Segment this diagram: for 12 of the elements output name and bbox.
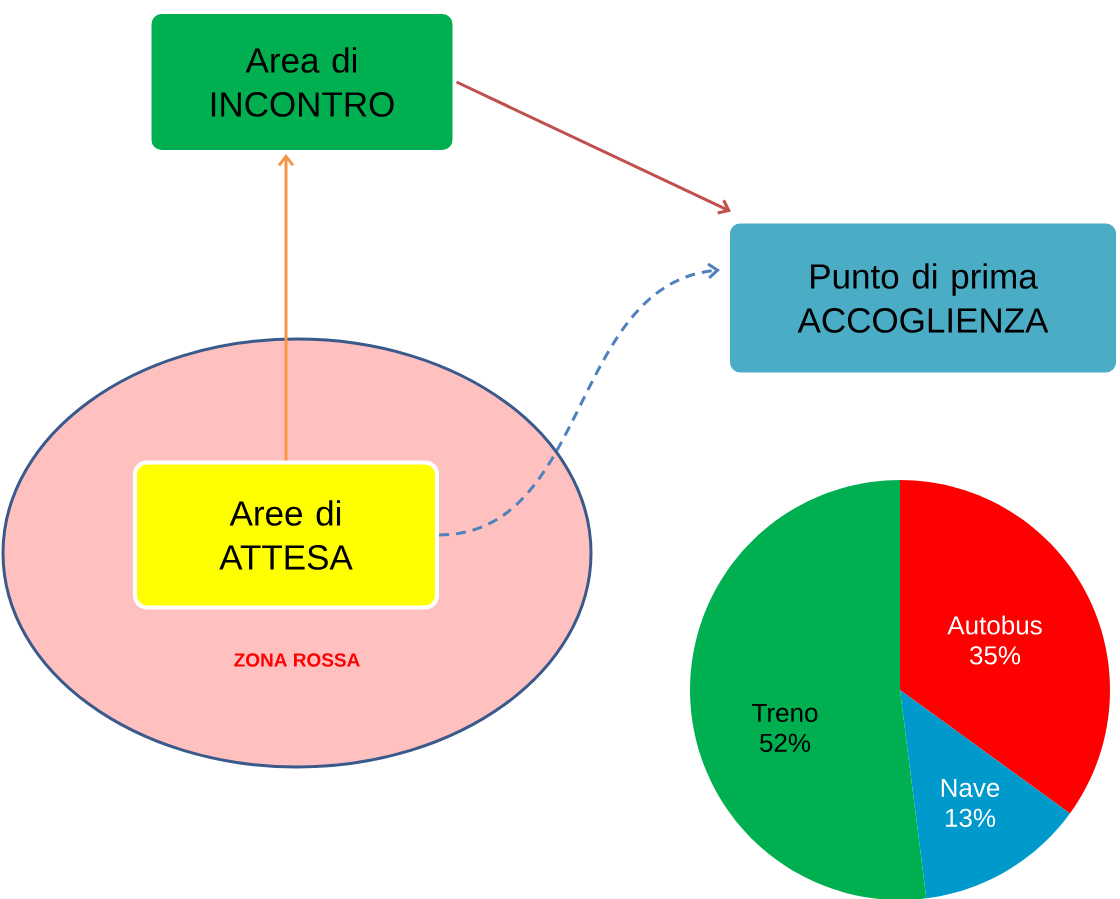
arrow <box>438 262 720 537</box>
arrow <box>277 154 295 461</box>
slice-label: Nave 13% <box>941 778 1000 828</box>
area-box: Aree di ATTESA <box>133 460 439 610</box>
area-box: Area di INCONTRO <box>147 10 457 154</box>
text: 35% <box>969 646 1021 665</box>
slice-label: Autobus 35% <box>947 615 1042 665</box>
slice-label: Treno 52% <box>752 703 818 753</box>
text: 52% <box>760 733 811 753</box>
arrow <box>455 80 731 215</box>
text: 13% <box>945 808 996 828</box>
point-box: Punto di prima ACCOGLIENZA <box>726 219 1120 377</box>
